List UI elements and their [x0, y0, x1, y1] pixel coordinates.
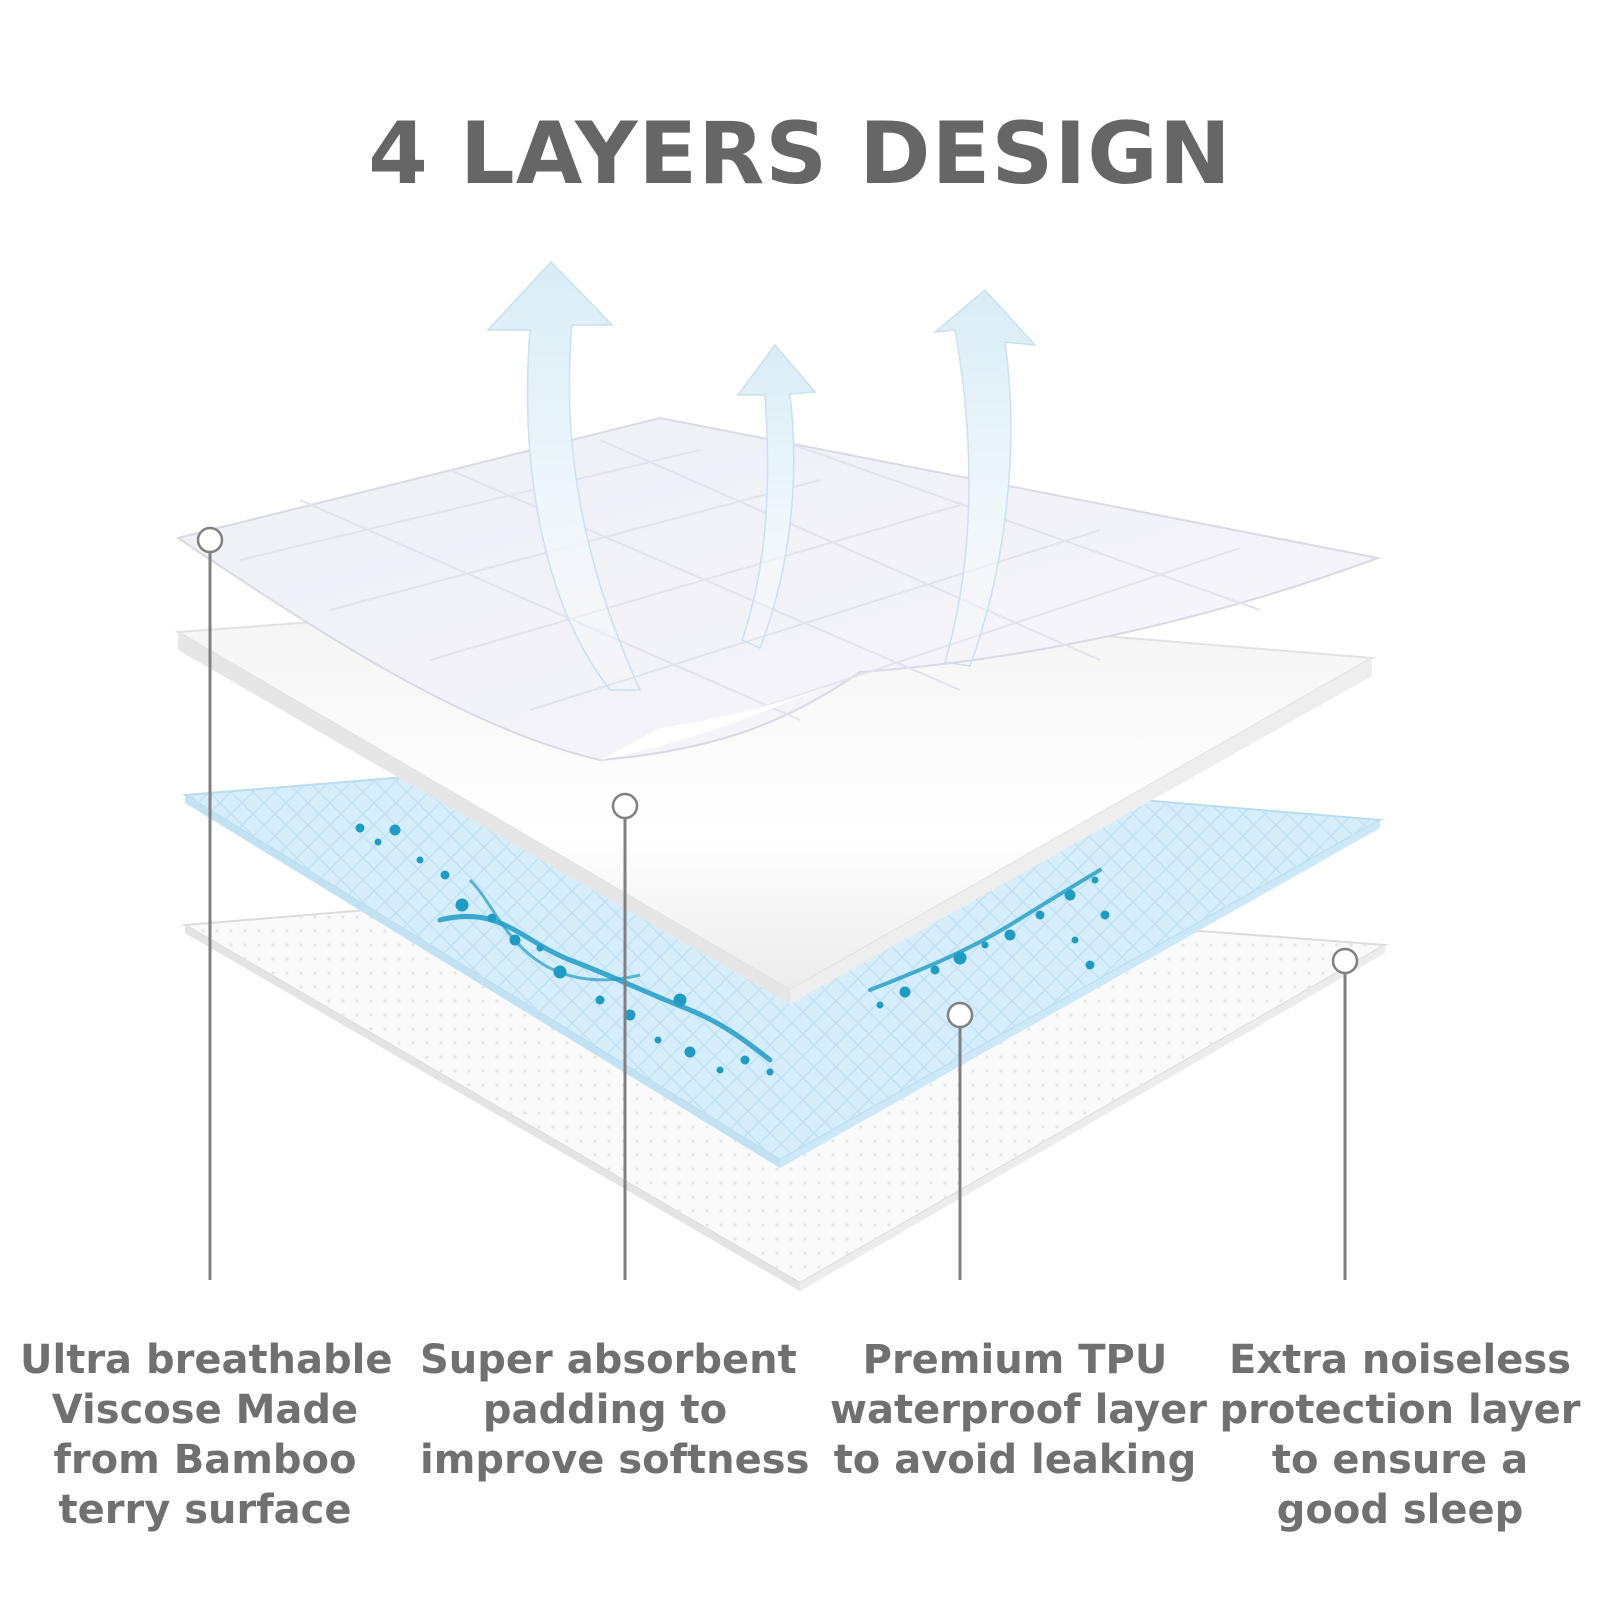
layer-caption-noiseless: Extra noiseless protection layer to ensu…	[1215, 1335, 1585, 1535]
caption-line: padding to	[482, 1387, 728, 1433]
caption-line: to ensure a	[1271, 1437, 1529, 1483]
water-splash-icon	[355, 823, 1110, 1076]
leader-line-4	[1331, 947, 1359, 1280]
caption-line: Ultra breathable	[20, 1337, 393, 1383]
up-arrow-icon	[486, 260, 642, 691]
caption-line: Premium TPU	[862, 1337, 1168, 1383]
up-arrow-icon	[932, 288, 1037, 667]
caption-line: Viscose Made	[51, 1387, 359, 1433]
up-arrow-icon	[736, 343, 817, 650]
caption-line: waterproof layer	[830, 1387, 1207, 1433]
caption-line: protection layer	[1219, 1387, 1581, 1433]
caption-line: Extra noiseless	[1229, 1337, 1571, 1383]
caption-line: to avoid leaking	[833, 1437, 1197, 1483]
page-title: 4 LAYERS DESIGN	[368, 104, 1232, 204]
caption-line: from Bamboo	[53, 1437, 357, 1483]
layer-caption-absorbent: Super absorbent padding to improve softn…	[420, 1335, 810, 1485]
caption-line: improve softness	[420, 1437, 810, 1483]
leader-line-3	[946, 1001, 974, 1280]
layer-caption-waterproof: Premium TPU waterproof layer to avoid le…	[830, 1335, 1207, 1485]
caption-line: good sleep	[1276, 1487, 1524, 1533]
layer-caption-breathable: Ultra breathable Viscose Made from Bambo…	[20, 1335, 393, 1535]
leader-line-1	[196, 526, 224, 1280]
caption-line: Super absorbent	[420, 1337, 797, 1383]
leader-line-2	[611, 792, 639, 1280]
caption-line: terry surface	[58, 1487, 352, 1533]
